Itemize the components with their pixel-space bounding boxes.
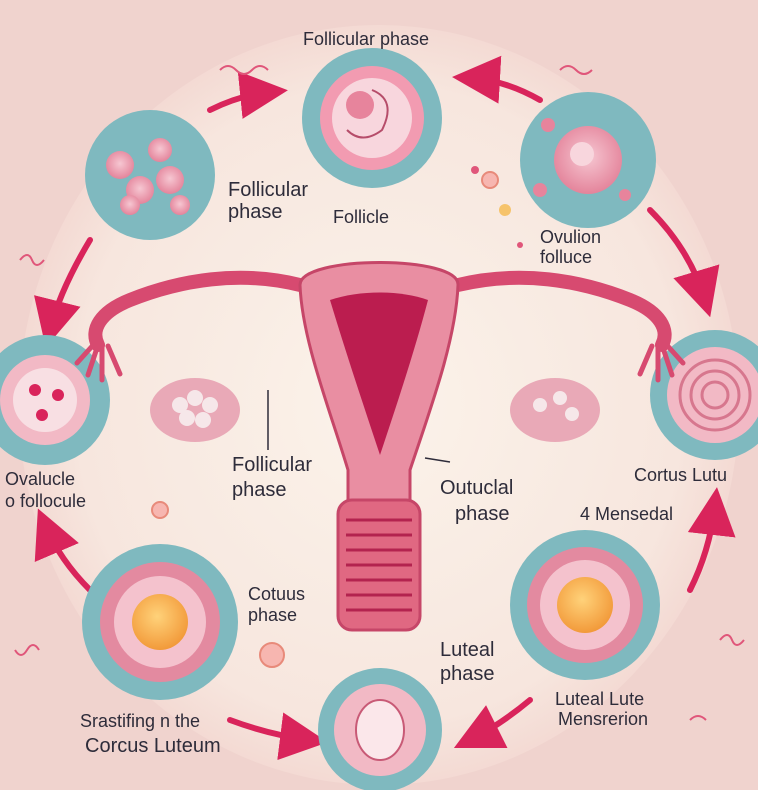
label-top-left-2: phase	[228, 202, 283, 223]
label-top-right-1: Ovulion	[540, 228, 601, 247]
label-bottom-left-side-1: Cotuus	[248, 585, 305, 604]
label-center-left-1: Follicular	[232, 455, 312, 476]
label-top-right-2: folluce	[540, 248, 592, 267]
label-bottom-center-1: Luteal	[440, 640, 495, 661]
label-bottom-left-1: Srastifing n the	[80, 712, 200, 731]
corpus-luteum-circle-bottom-left	[82, 544, 238, 700]
label-center-right-1: Outuclal	[440, 478, 513, 499]
label-bottom-center-2: phase	[440, 664, 495, 685]
label-center-right-2: phase	[455, 504, 510, 525]
ovulation-circle-top-right	[520, 92, 656, 228]
label-bottom-right-1: Luteal Lute	[555, 690, 644, 709]
label-top-sub: Follicle	[333, 208, 389, 227]
label-right-2: 4 Mensedal	[580, 505, 673, 524]
menstruation-circle-bottom	[318, 668, 442, 790]
label-right-1: Cortus Lutu	[634, 466, 727, 485]
label-left-2: o follocule	[5, 492, 86, 511]
label-bottom-left-2: Corcus Luteum	[85, 736, 221, 757]
label-left-1: Ovalucle	[5, 470, 75, 489]
label-top-left-1: Follicular	[228, 180, 308, 201]
label-bottom-left-side-2: phase	[248, 606, 297, 625]
follicle-circle-top	[302, 48, 442, 188]
label-bottom-right-2: Mensrerion	[558, 710, 648, 729]
label-top-title: Follicular phase	[303, 30, 429, 49]
corpus-luteum-circle-bottom-right	[510, 530, 660, 680]
follicle-circle-top-left	[85, 110, 215, 240]
label-center-left-2: phase	[232, 480, 287, 501]
